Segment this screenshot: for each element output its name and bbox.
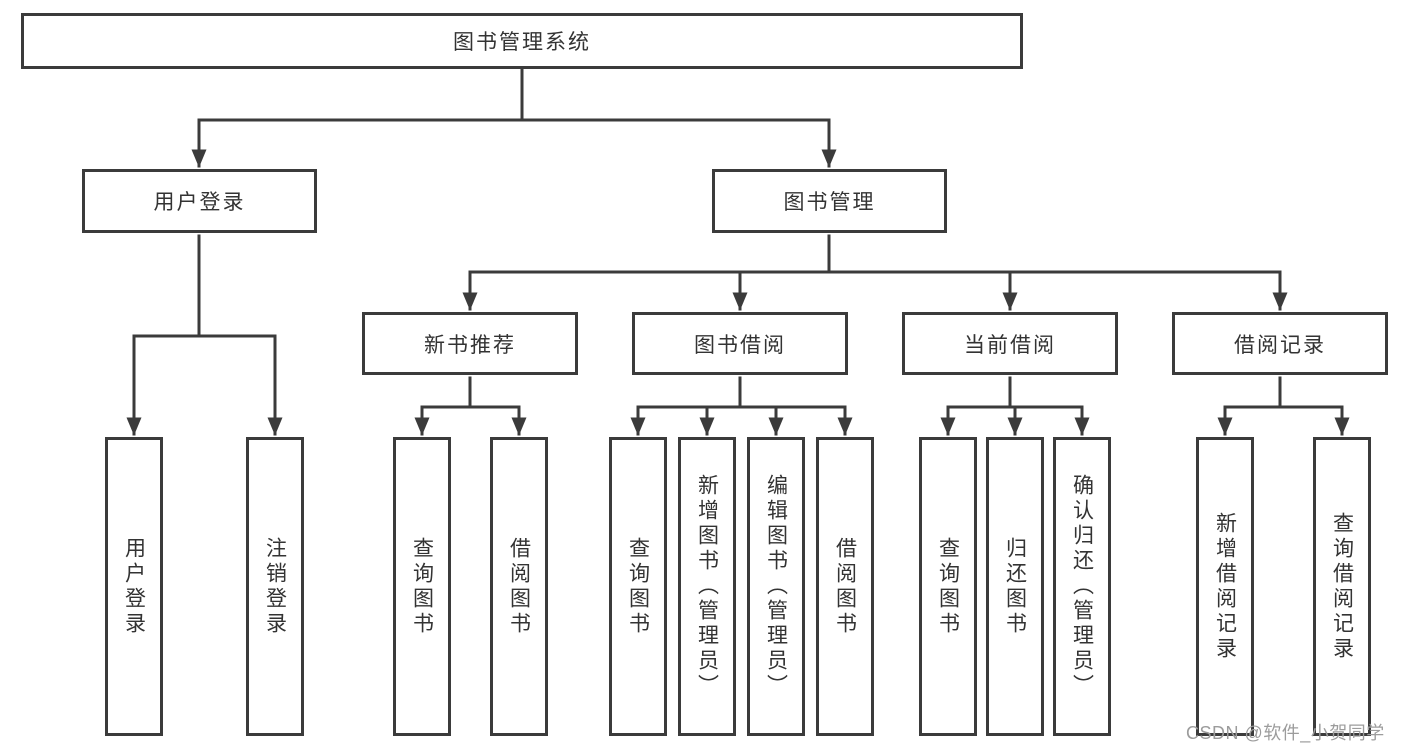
- leaf-rec-add-record-label: 新增借阅记录: [1213, 511, 1237, 662]
- leaf-logout-label: 注销登录: [263, 536, 287, 637]
- leaf-bb-add-books-admin-label: 新增图书（管理员）: [695, 474, 719, 699]
- node-current-borrowing: 当前借阅: [902, 312, 1118, 375]
- leaf-nb-borrow-books: 借阅图书: [490, 437, 548, 736]
- leaf-bb-edit-books-admin-label: 编辑图书（管理员）: [764, 474, 788, 699]
- leaf-bb-query-books-label: 查询图书: [626, 536, 650, 637]
- leaf-rec-add-record: 新增借阅记录: [1196, 437, 1254, 736]
- leaf-bb-edit-books-admin: 编辑图书（管理员）: [747, 437, 805, 736]
- leaf-cb-query-books-label: 查询图书: [936, 536, 960, 637]
- leaf-user-login: 用户登录: [105, 437, 163, 736]
- leaf-cb-confirm-return-admin: 确认归还（管理员）: [1053, 437, 1111, 736]
- csdn-watermark: CSDN @软件_小贺同学: [1186, 723, 1385, 743]
- leaf-nb-query-books: 查询图书: [393, 437, 451, 736]
- node-new-book-recommend: 新书推荐: [362, 312, 578, 375]
- leaf-cb-query-books: 查询图书: [919, 437, 977, 736]
- node-user-login: 用户登录: [82, 169, 317, 233]
- leaf-rec-query-record: 查询借阅记录: [1313, 437, 1371, 736]
- leaf-nb-query-books-label: 查询图书: [410, 536, 434, 637]
- leaf-bb-borrow-books: 借阅图书: [816, 437, 874, 736]
- leaf-bb-add-books-admin: 新增图书（管理员）: [678, 437, 736, 736]
- leaf-bb-query-books: 查询图书: [609, 437, 667, 736]
- node-borrow-records: 借阅记录: [1172, 312, 1388, 375]
- node-book-management: 图书管理: [712, 169, 947, 233]
- node-root-system: 图书管理系统: [21, 13, 1023, 69]
- leaf-user-login-label: 用户登录: [122, 536, 146, 637]
- leaf-cb-return-books: 归还图书: [986, 437, 1044, 736]
- leaf-bb-borrow-books-label: 借阅图书: [833, 536, 857, 637]
- leaf-nb-borrow-books-label: 借阅图书: [507, 536, 531, 637]
- leaf-cb-confirm-return-admin-label: 确认归还（管理员）: [1070, 474, 1094, 699]
- node-book-borrowing: 图书借阅: [632, 312, 848, 375]
- leaf-logout: 注销登录: [246, 437, 304, 736]
- leaf-cb-return-books-label: 归还图书: [1003, 536, 1027, 637]
- leaf-rec-query-record-label: 查询借阅记录: [1330, 511, 1354, 662]
